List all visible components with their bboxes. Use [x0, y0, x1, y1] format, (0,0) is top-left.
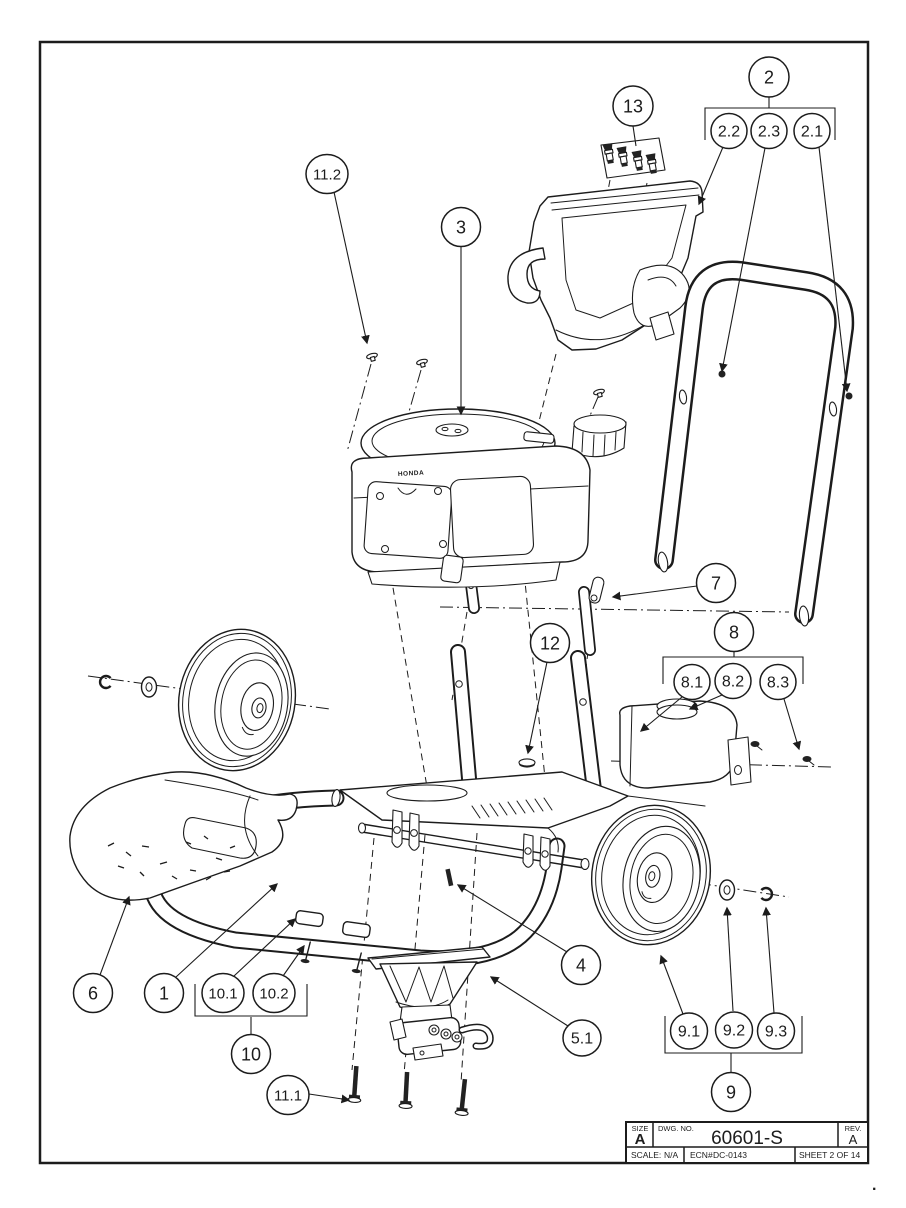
- balloon-6: 6: [72, 972, 114, 1014]
- clip-part-7: [588, 576, 605, 604]
- size-label: SIZE: [632, 1124, 649, 1133]
- svg-text:7: 7: [711, 574, 721, 594]
- pump-bolts: [347, 1065, 469, 1116]
- svg-text:2.3: 2.3: [758, 124, 780, 141]
- balloon-2: 2: [748, 56, 790, 98]
- svg-text:8: 8: [729, 623, 739, 643]
- svg-text:13: 13: [623, 97, 643, 117]
- svg-text:1: 1: [159, 984, 169, 1004]
- dwg-no-value: 60601-S: [711, 1128, 783, 1149]
- balloon-8-3: 8.3: [759, 663, 797, 701]
- svg-text:5.1: 5.1: [571, 1031, 593, 1048]
- handle-screw-right: [845, 392, 853, 400]
- scale-label: SCALE:: [631, 1150, 661, 1160]
- balloon-10: 10: [230, 1033, 272, 1075]
- balloon-2-2: 2.2: [710, 112, 748, 150]
- balloon-8-2: 8.2: [714, 662, 752, 700]
- balloon-10-1: 10.1: [201, 972, 245, 1014]
- balloon-7: 7: [695, 562, 737, 604]
- svg-text:9.3: 9.3: [765, 1024, 787, 1041]
- balloon-4: 4: [560, 944, 602, 986]
- balloon-1: 1: [143, 972, 185, 1014]
- deck-vents: [471, 797, 553, 819]
- svg-text:2: 2: [764, 68, 774, 88]
- footer-dot: .: [872, 1177, 876, 1194]
- balloon-12: 12: [529, 622, 571, 664]
- svg-text:9.2: 9.2: [723, 1023, 745, 1040]
- balloon-2-3: 2.3: [750, 112, 788, 150]
- svg-text:3: 3: [456, 218, 466, 238]
- drawing-border: [38, 40, 870, 1165]
- balloon-3: 3: [440, 206, 482, 248]
- handle-drawing: [654, 260, 855, 627]
- left-axle-washer: [140, 676, 158, 698]
- svg-text:12: 12: [540, 634, 560, 654]
- nozzle-rack-drawing: [600, 137, 666, 179]
- svg-text:9: 9: [726, 1083, 736, 1103]
- svg-text:8.1: 8.1: [681, 675, 703, 692]
- tank-screw-1: [750, 741, 763, 751]
- pin-part-4: [445, 868, 454, 887]
- balloon-8: 8: [713, 611, 755, 653]
- ecn-label: ECN#: [690, 1150, 713, 1160]
- balloon-9-3: 9.3: [756, 1012, 796, 1050]
- svg-text:9.1: 9.1: [678, 1024, 700, 1041]
- right-e-clip: [760, 886, 774, 902]
- right-axle-washer: [718, 879, 736, 901]
- svg-text:4: 4: [576, 956, 586, 976]
- balloon-10-2: 10.2: [252, 972, 296, 1014]
- title-block: SIZE A DWG. NO. 60601-S REV. A SCALE: N/…: [625, 1121, 869, 1164]
- panel-drawing: [507, 180, 704, 351]
- balloon-9-2: 9.2: [714, 1011, 754, 1049]
- right-wheel-drawing: [590, 804, 712, 946]
- svg-text:8.3: 8.3: [767, 675, 789, 692]
- fuel-cap: [571, 414, 627, 458]
- svg-text:2.2: 2.2: [718, 124, 740, 141]
- balloon-9-1: 9.1: [669, 1012, 709, 1050]
- gun-hook: [507, 247, 546, 304]
- washer-part-12: [518, 758, 536, 768]
- balloon-11-1: 11.1: [266, 1074, 310, 1116]
- loose-screws: [366, 352, 605, 398]
- foot-pads: [294, 910, 371, 974]
- balloon-2-1: 2.1: [793, 112, 831, 150]
- rev-value: A: [849, 1132, 858, 1147]
- handle-screw-left: [718, 370, 726, 378]
- svg-text:11.2: 11.2: [313, 167, 341, 184]
- engine-brand-text: HONDA: [398, 470, 425, 478]
- left-wheel-drawing: [177, 628, 297, 772]
- scale-value: N/A: [664, 1150, 679, 1160]
- tank-screw-2: [802, 756, 815, 766]
- dwg-no-label: DWG. NO.: [658, 1124, 694, 1133]
- leader-lines: [99, 97, 851, 1104]
- callout-balloons: 2 2.2 2.3 2.1 13 11.2 3 7 8 8.1 8.2 8.3 …: [72, 56, 831, 1116]
- shroud-drawing: [69, 771, 298, 901]
- svg-text:11.1: 11.1: [274, 1088, 302, 1105]
- svg-text:10.1: 10.1: [208, 986, 237, 1003]
- left-e-clip: [98, 674, 112, 690]
- svg-text:8.2: 8.2: [722, 674, 744, 691]
- pump-drawing: [367, 946, 494, 1061]
- tank-drawing: [619, 698, 815, 789]
- balloon-9: 9: [710, 1071, 752, 1113]
- frame-drawing: [143, 554, 706, 968]
- balloon-13: 13: [612, 85, 654, 127]
- rev-label: REV.: [845, 1124, 862, 1133]
- balloon-11-2: 11.2: [305, 153, 349, 195]
- size-value: A: [635, 1131, 646, 1148]
- shroud-texture: [107, 835, 236, 881]
- ecn-value: DC-0143: [713, 1150, 747, 1160]
- svg-text:2.1: 2.1: [801, 124, 823, 141]
- svg-text:6: 6: [88, 984, 98, 1004]
- svg-text:10.2: 10.2: [259, 986, 288, 1003]
- balloon-8-1: 8.1: [673, 663, 711, 701]
- svg-text:10: 10: [241, 1045, 261, 1065]
- balloon-5-1: 5.1: [562, 1019, 602, 1057]
- sheet-value: SHEET 2 OF 14: [799, 1150, 861, 1160]
- engine-drawing: HONDA: [350, 408, 627, 588]
